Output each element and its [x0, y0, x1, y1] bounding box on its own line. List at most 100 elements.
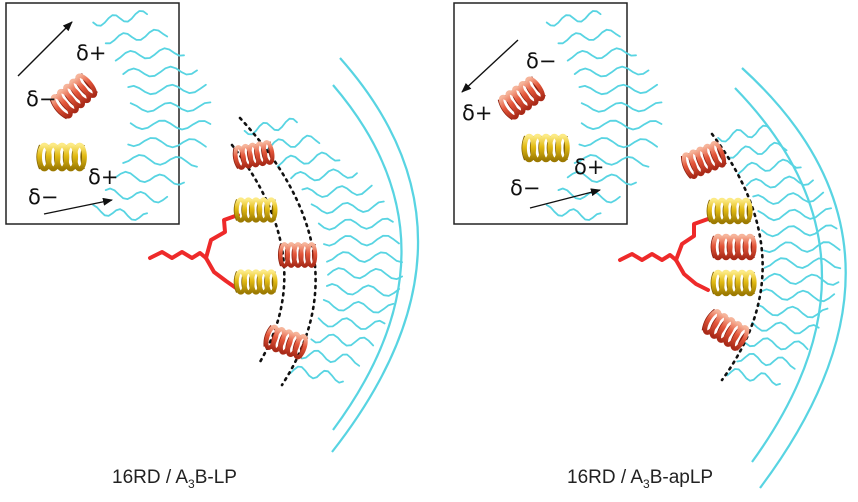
membrane-chain: [323, 234, 400, 247]
membrane-chain: [573, 154, 650, 168]
left-inset: δ+ δ− δ+ δ−: [5, 2, 212, 225]
right-inset-frame: [453, 2, 628, 225]
membrane-chain: [104, 187, 169, 204]
left-helix-red-1: [232, 140, 275, 170]
membrane-chain: [763, 257, 842, 270]
membrane-chain: [289, 365, 344, 384]
membrane-chain: [322, 298, 395, 314]
left-inset-helix-red: [49, 73, 98, 120]
membrane-chain: [114, 47, 185, 62]
left-membrane: [243, 57, 420, 453]
left-lipid-branch-upper: [204, 213, 240, 260]
membrane-chain: [756, 303, 829, 319]
left-membrane-chains: [243, 117, 404, 384]
right-helix-red-1: [680, 140, 727, 180]
right-helix-yellow-1: [706, 197, 753, 225]
right-helix-red-2: [710, 233, 757, 261]
membrane-chain: [301, 184, 373, 198]
membrane-chain: [92, 10, 149, 27]
membrane-chain: [122, 65, 198, 78]
right-lipid-branch-upper: [674, 217, 710, 262]
right-inset-arrow-bottom: [529, 188, 601, 209]
membrane-chain: [757, 207, 832, 222]
membrane-chain: [127, 137, 207, 149]
membrane-chain: [752, 191, 825, 205]
right-lipid-tail: [618, 252, 678, 262]
membrane-chain: [566, 47, 637, 62]
membrane-chain: [580, 101, 663, 113]
membrane-chain: [317, 317, 386, 330]
right-inset-arrow-top: [461, 39, 519, 93]
right-membrane-inner-arc: [734, 87, 823, 463]
membrane-chain: [578, 83, 658, 96]
membrane-chain: [717, 124, 772, 143]
left-lipid-tail: [148, 250, 208, 260]
membrane-chain: [737, 158, 802, 175]
left-helix-yellow-2: [233, 269, 278, 295]
right-membrane: [717, 67, 847, 489]
membrane-chain: [566, 170, 637, 186]
membrane-chain: [310, 333, 375, 347]
right-inset-helix-red: [497, 76, 546, 121]
right-inset-label-yellow-right: δ+: [574, 155, 604, 179]
right-helix-red-3: [701, 308, 750, 351]
membrane-chain: [127, 83, 207, 96]
left-inset-arrow-bottom: [43, 197, 113, 215]
right-inset-label-red-top: δ−: [526, 49, 556, 73]
membrane-chain: [122, 154, 198, 168]
right-lipid-branch-lower: [674, 258, 710, 292]
membrane-chain: [545, 10, 602, 27]
left-helix-yellow-1: [233, 197, 278, 223]
membrane-chain: [578, 137, 658, 149]
left-inset-label-yellow-right: δ+: [88, 165, 118, 189]
membrane-chain: [300, 349, 361, 367]
left-helix-red-2: [277, 242, 318, 268]
left-inset-label-yellow-bottom: δ−: [28, 185, 58, 209]
membrane-chain: [580, 119, 663, 131]
membrane-chain: [129, 101, 212, 113]
right-membrane-outer-arc: [741, 67, 847, 489]
left-inset-label-red-top: δ+: [76, 41, 106, 65]
right-inset-label-yellow-bottom: δ−: [510, 176, 540, 200]
membrane-chain: [751, 321, 820, 335]
membrane-chain: [736, 352, 796, 370]
membrane-chain: [114, 170, 185, 186]
right-boundary-dotted: [710, 132, 764, 382]
membrane-chain: [762, 272, 840, 286]
membrane-chain: [763, 241, 841, 254]
membrane-chain: [104, 28, 169, 45]
right-membrane-chains: [717, 124, 842, 386]
membrane-chain: [728, 141, 788, 159]
left-helix-red-3: [263, 324, 309, 360]
left-inset-helix-yellow: [36, 142, 87, 172]
membrane-chain: [317, 217, 394, 231]
membrane-chain: [573, 65, 650, 78]
membrane-chain: [276, 151, 341, 168]
left-inset-frame: [5, 2, 180, 225]
right-inset-label-red-left: δ+: [462, 101, 492, 125]
left-inset-chains: [92, 10, 212, 221]
membrane-chain: [745, 175, 814, 189]
membrane-chain: [310, 200, 385, 215]
membrane-chain: [290, 168, 358, 182]
left-membrane-inner-arc: [332, 84, 403, 431]
right-inset: δ− δ+ δ+ δ−: [453, 2, 663, 225]
membrane-chain: [325, 283, 401, 297]
membrane-chain: [760, 288, 836, 303]
right-inset-chains: [545, 10, 663, 221]
right-caption: 16RD / A3B-apLP: [567, 467, 713, 491]
membrane-chain: [129, 119, 212, 131]
left-caption: 16RD / A3B-LP: [112, 467, 237, 491]
panel-right: δ− δ+ δ+ δ− 16RD / A3B-apLP: [453, 2, 847, 491]
membrane-chain: [744, 337, 809, 351]
membrane-chain: [545, 204, 602, 221]
membrane-chain: [327, 267, 404, 281]
membrane-chain: [326, 251, 404, 264]
right-helix-yellow-2: [710, 269, 757, 297]
left-lipid-anchor: [148, 213, 240, 290]
membrane-chain: [726, 368, 781, 386]
right-inset-helix-yellow: [521, 133, 570, 163]
left-membrane-outer-arc: [331, 57, 420, 453]
membrane-chain: [761, 224, 838, 238]
